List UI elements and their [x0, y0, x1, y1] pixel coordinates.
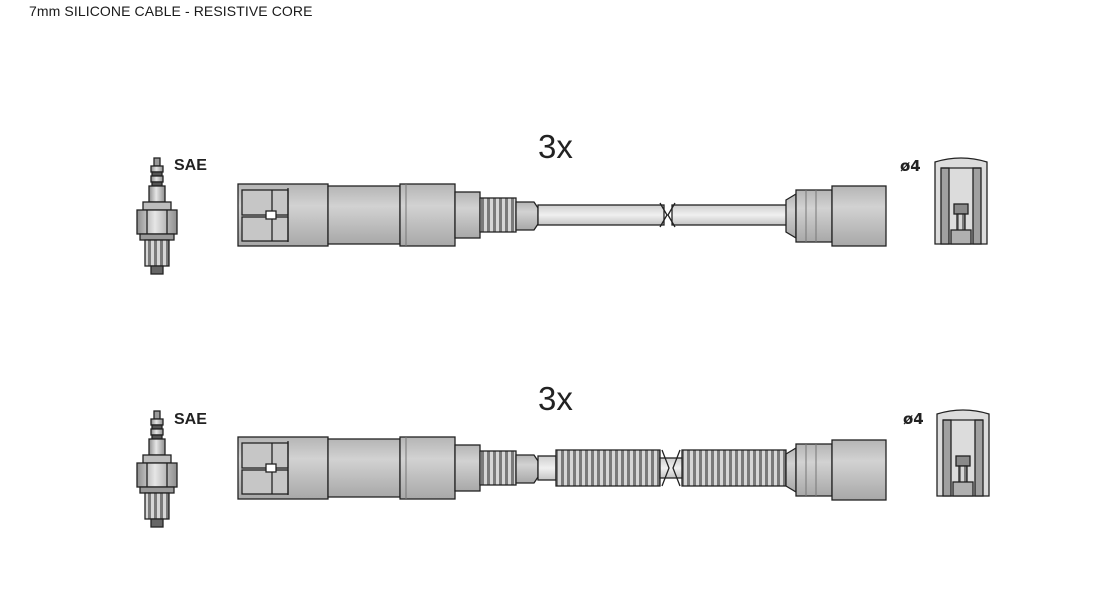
row1-terminal-icon — [934, 157, 988, 245]
row2-distributor-boot — [785, 439, 887, 501]
row1-quantity: 3x — [538, 128, 573, 165]
row2-spark-plug-icon — [136, 410, 178, 528]
row1-smooth-cable — [537, 202, 789, 228]
row2-quantity: 3x — [538, 380, 573, 417]
row1-plug-boot — [237, 183, 539, 247]
row2-plug-standard: SAE — [174, 411, 207, 428]
row1-distributor-boot — [785, 185, 887, 247]
row2-terminal-size: ø4 — [903, 410, 924, 428]
row2-plug-boot — [237, 436, 539, 500]
header-note: 7mm SILICONE CABLE - RESISTIVE CORE — [29, 3, 313, 19]
row2-terminal-icon — [936, 409, 990, 497]
row1-plug-standard: SAE — [174, 157, 207, 174]
row1-spark-plug-icon — [136, 157, 178, 275]
row1-terminal-size: ø4 — [900, 157, 921, 175]
row1-cable-assembly — [136, 157, 988, 275]
row2-cable-assembly — [136, 409, 990, 528]
row2-ribbed-cable — [537, 449, 787, 487]
